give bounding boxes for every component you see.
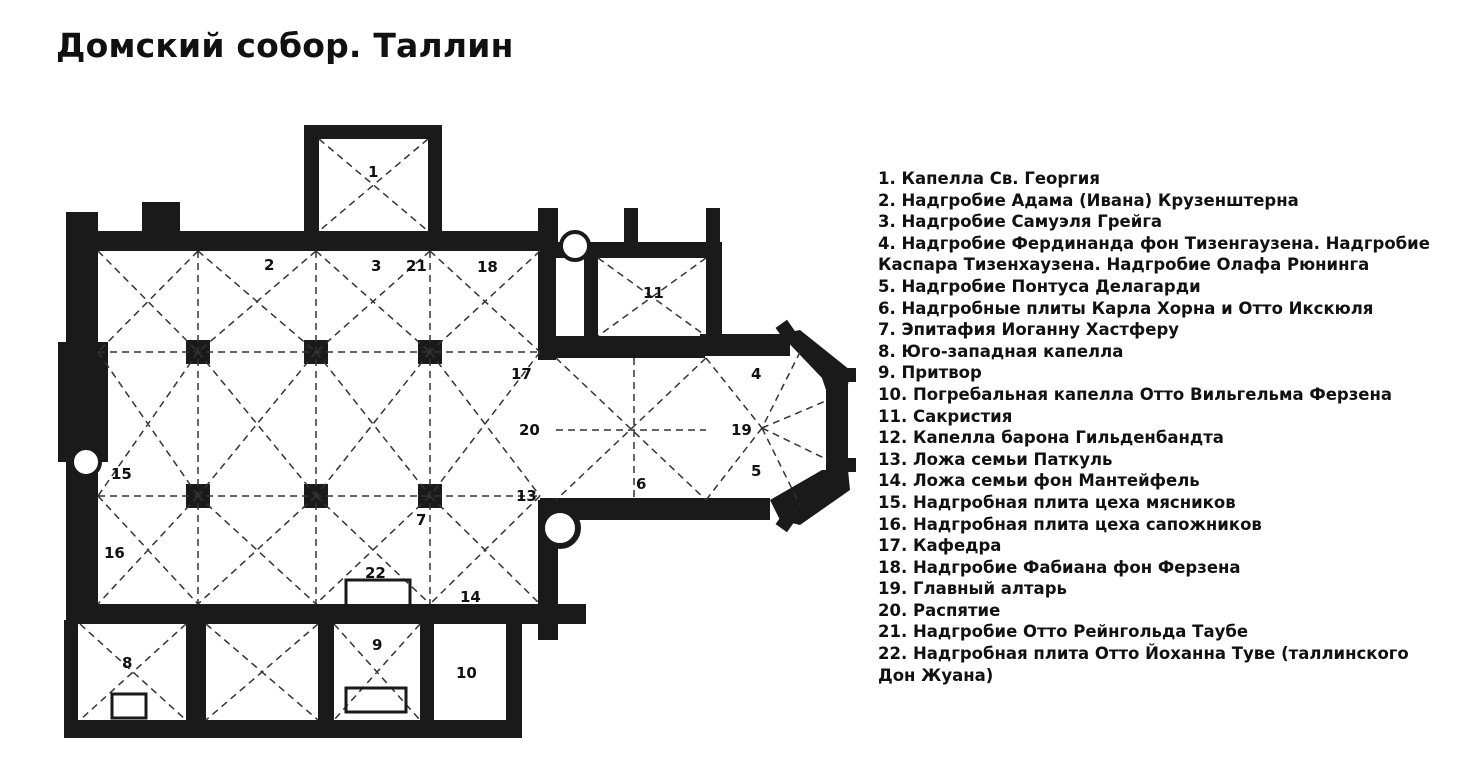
plan-label-14: 14 [460, 588, 481, 606]
wall [58, 342, 108, 462]
plan-label-11: 11 [643, 284, 664, 302]
buttress [775, 507, 799, 533]
legend-item: 13. Ложа семьи Паткуль [878, 449, 1113, 469]
plan-label-20: 20 [519, 421, 540, 439]
legend-item: 4. Надгробие Фердинанда фон Тизенгаузена… [878, 233, 1430, 275]
plan-label-19: 19 [731, 421, 752, 439]
legend-item: 9. Притвор [878, 363, 982, 383]
wall [584, 258, 598, 346]
wall [780, 330, 850, 390]
wall [304, 125, 319, 233]
plan-label-1: 1 [368, 163, 378, 181]
vault-lines [79, 623, 421, 721]
legend-item: 20. Распятие [878, 600, 1001, 620]
wall [428, 125, 442, 233]
plan-label-10: 10 [456, 664, 477, 682]
plan-label-2: 2 [264, 256, 274, 274]
wall [318, 620, 334, 735]
wall [64, 720, 522, 738]
vault-lines [97, 495, 541, 605]
plan-label-21: 21 [406, 257, 427, 275]
wall [538, 208, 558, 243]
legend-item: 15. Надгробная плита цеха мясников [878, 492, 1236, 512]
vault-lines [597, 257, 707, 337]
wall [555, 336, 705, 358]
wall [304, 125, 442, 139]
steps [344, 686, 408, 714]
plan-label-7: 7 [416, 511, 426, 529]
vault-lines [318, 138, 429, 232]
plan-label-15: 15 [111, 465, 132, 483]
legend: 1. Капелла Св. Георгия 2. Надгробие Адам… [878, 168, 1438, 686]
wall [706, 208, 720, 243]
plan-label-9: 9 [372, 636, 382, 654]
page-title: Домский собор. Таллин [56, 26, 514, 65]
legend-item: 17. Кафедра [878, 536, 1002, 556]
legend-item: 10. Погребальная капелла Отто Вильгельма… [878, 384, 1393, 404]
steps [110, 692, 148, 720]
vault-lines [705, 351, 829, 506]
legend-item: 5. Надгробие Понтуса Делагарди [878, 276, 1201, 296]
wall [66, 604, 586, 624]
wall [624, 208, 638, 243]
buttress [836, 458, 856, 472]
wall [826, 385, 848, 470]
wall [186, 620, 206, 735]
wall [66, 231, 556, 251]
legend-item: 7. Эпитафия Иоганну Хастферу [878, 320, 1180, 340]
floor-plan: 1 2 3 4 5 6 7 8 9 10 11 13 14 15 16 17 1… [58, 125, 856, 738]
vault-lines [97, 250, 541, 353]
legend-item: 18. Надгробие Фабиана фон Ферзена [878, 557, 1241, 577]
legend-item: 3. Надгробие Самуэля Грейга [878, 212, 1163, 232]
wall [555, 242, 720, 258]
stair-turret [70, 446, 102, 478]
plan-label-18: 18 [477, 258, 498, 276]
legend-item: 2. Надгробие Адама (Ивана) Крузенштерна [878, 190, 1299, 210]
plan-label-17: 17 [511, 365, 532, 383]
legend-item: 19. Главный алтарь [878, 579, 1067, 599]
portal [344, 578, 412, 608]
plan-label-16: 16 [104, 544, 125, 562]
legend-item: 1. Капелла Св. Георгия [878, 169, 1100, 188]
wall [700, 334, 790, 356]
buttress [775, 319, 799, 345]
plan-label-8: 8 [122, 654, 132, 672]
wall [540, 498, 770, 520]
legend-item: 21. Надгробие Отто Рейнгольда Таубе [878, 622, 1249, 642]
legend-item: 8. Юго-западная капелла [878, 341, 1124, 361]
plan-label-13: 13 [516, 487, 537, 505]
vault-lines [555, 357, 707, 501]
legend-item: 16. Надгробная плита цеха сапожников [878, 514, 1262, 534]
vault-lines [98, 251, 540, 604]
stair-turret [539, 507, 581, 549]
plan-label-4: 4 [751, 365, 761, 383]
plan-label-3: 3 [371, 257, 381, 275]
legend-item: 11. Сакристия [878, 406, 1013, 426]
plan-label-6: 6 [636, 475, 646, 493]
wall [538, 240, 556, 360]
plan-label-22: 22 [365, 564, 386, 582]
wall [64, 620, 78, 738]
plan-label-5: 5 [751, 462, 761, 480]
legend-item: 6. Надгробные плиты Карла Хорна и Отто И… [878, 298, 1374, 318]
wall [420, 620, 434, 730]
legend-item: 12. Капелла барона Гильденбандта [878, 428, 1224, 448]
vault-lines [97, 351, 541, 497]
wall [506, 624, 522, 736]
buttress [836, 368, 856, 382]
legend-item: 14. Ложа семьи фон Мантейфель [878, 471, 1200, 491]
wall [706, 242, 722, 337]
wall [142, 202, 180, 234]
stair-turret [559, 230, 591, 262]
legend-item: 22. Надгробная плита Отто Йоханна Туве (… [878, 644, 1409, 685]
